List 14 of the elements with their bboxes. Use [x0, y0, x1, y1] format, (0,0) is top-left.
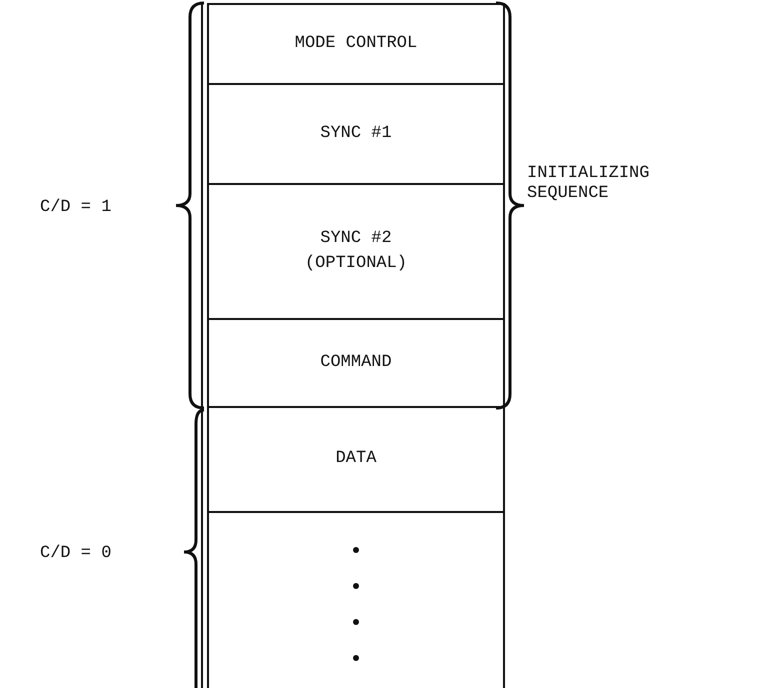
field-cell: [207, 185, 505, 320]
side-label: INITIALIZING SEQUENCE: [527, 164, 650, 205]
field-cell: [207, 320, 505, 408]
cell-text: MODE CONTROL: [294, 32, 418, 55]
cell-text: COMMAND: [319, 352, 393, 374]
cell-text: SYNC #2 (OPTIONAL): [304, 228, 408, 274]
cell-text: DATA: [334, 448, 378, 470]
field-cell: [207, 3, 505, 85]
continuation-cell: [207, 513, 505, 688]
field-cell: [207, 85, 505, 185]
side-label: C/D = 0: [40, 544, 112, 564]
field-cell: [207, 408, 505, 513]
cell-text: SYNC #1: [319, 122, 393, 145]
side-label: C/D = 1: [40, 198, 112, 218]
